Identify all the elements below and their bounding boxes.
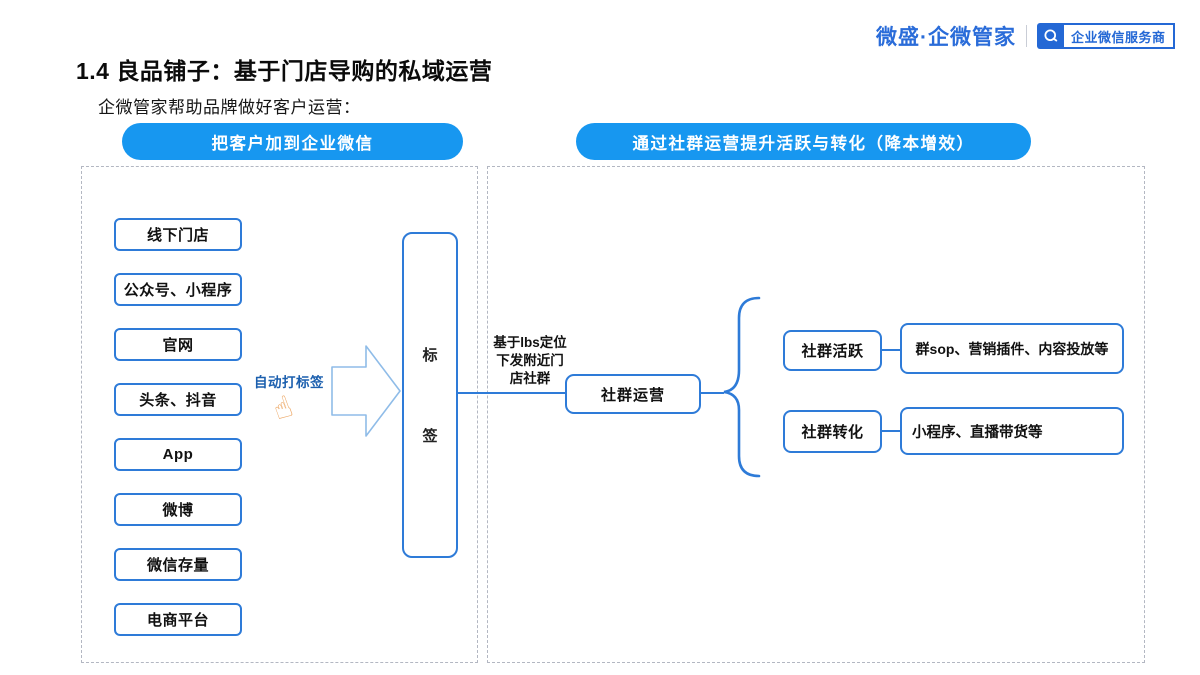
badge-label: 企业微信服务商	[1064, 23, 1175, 49]
page-title: 1.4 良品铺子：基于门店导购的私域运营	[76, 58, 493, 84]
branch-community-activity: 社群活跃	[783, 330, 882, 371]
channel-wechat-existing: 微信存量	[114, 548, 242, 581]
channel-ecommerce: 电商平台	[114, 603, 242, 636]
brand-logo-text: 微盛·企微管家	[876, 26, 1016, 49]
page-subtitle: 企微管家帮助品牌做好客户运营：	[98, 98, 361, 117]
channel-official-account-miniprogram: 公众号、小程序	[114, 273, 242, 306]
connector-tag-to-hub	[458, 392, 566, 394]
channel-offline-store: 线下门店	[114, 218, 242, 251]
curly-brace	[723, 296, 761, 478]
tag-char-1: 标	[422, 347, 438, 364]
branch-conversion-detail: 小程序、直播带货等	[900, 407, 1124, 455]
brand-divider	[1026, 25, 1027, 47]
connector-branch-1	[882, 349, 900, 351]
tag-char-2: 签	[422, 428, 438, 445]
channel-official-website: 官网	[114, 328, 242, 361]
right-arrow-icon	[331, 345, 401, 437]
channel-app: App	[114, 438, 242, 471]
auto-tag-label: 自动打标签	[254, 375, 324, 390]
lbs-note: 基于lbs定位 下发附近门 店社群	[493, 335, 567, 386]
branch-community-conversion: 社群转化	[783, 410, 882, 453]
branch-activity-detail: 群sop、营销插件、内容投放等	[900, 323, 1124, 374]
section-header-community-ops: 通过社群运营提升活跃与转化（降本增效）	[576, 123, 1031, 160]
tag-box: 标 签	[402, 232, 458, 558]
connector-branch-2	[882, 430, 900, 432]
section-header-add-customers: 把客户加到企业微信	[122, 123, 463, 160]
channel-weibo: 微博	[114, 493, 242, 526]
wecom-bubble-search-icon	[1037, 23, 1064, 49]
wecom-service-badge: 企业微信服务商	[1037, 23, 1175, 49]
hub-community-ops: 社群运营	[565, 374, 701, 414]
channel-list: 线下门店 公众号、小程序 官网 头条、抖音 App 微博 微信存量 电商平台	[114, 218, 242, 636]
connector-hub-to-brace	[701, 392, 724, 394]
brand-header: 微盛·企微管家 企业微信服务商	[876, 21, 1175, 51]
channel-toutiao-douyin: 头条、抖音	[114, 383, 242, 416]
